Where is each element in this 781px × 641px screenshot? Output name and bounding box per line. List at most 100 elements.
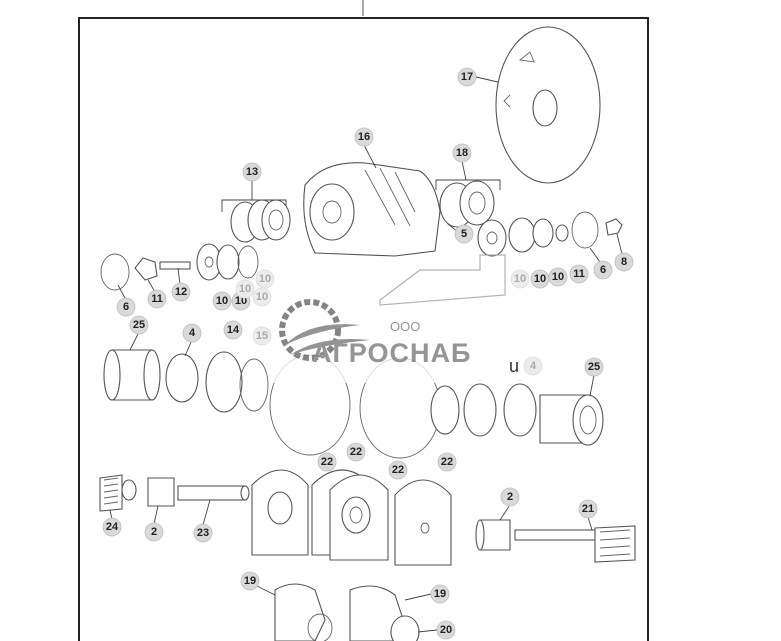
callout-circle xyxy=(147,289,167,309)
lower-shaft-row xyxy=(99,474,636,563)
callout-circle xyxy=(454,224,474,244)
callout-circle xyxy=(182,323,202,343)
callout-number: 2 xyxy=(151,526,157,538)
part-13-bearing xyxy=(221,199,291,243)
callout-number: 22 xyxy=(321,456,333,468)
callout-number: 6 xyxy=(123,301,129,313)
callout-8: 8 xyxy=(614,252,634,272)
part-18-bearing xyxy=(435,179,501,228)
callout-19: 19 xyxy=(240,571,260,591)
callout-2: 2 xyxy=(144,522,164,542)
callout-number: 11 xyxy=(573,268,585,280)
callout-number: 6 xyxy=(600,264,606,276)
callout-10: 10 xyxy=(255,269,275,289)
callout-circle xyxy=(354,127,374,147)
callout-circle xyxy=(593,260,613,280)
part-16-housing xyxy=(303,162,441,257)
callout-circle xyxy=(252,287,272,307)
callout-circle xyxy=(614,252,634,272)
callout-10: 10 xyxy=(530,269,550,289)
callout-circle xyxy=(171,282,191,302)
callout-number: 19 xyxy=(244,575,256,587)
diagram-frame xyxy=(78,17,649,641)
callout-circle xyxy=(578,499,598,519)
callout-number: 4 xyxy=(530,360,537,372)
callout-number: 13 xyxy=(246,166,258,178)
callout-21: 21 xyxy=(578,499,598,519)
callout-19: 19 xyxy=(430,584,450,604)
callout-number: 22 xyxy=(350,446,362,458)
callout-circle xyxy=(430,584,450,604)
callout-number: 17 xyxy=(461,71,473,83)
callout-4: 4 xyxy=(523,356,543,376)
callout-number: 15 xyxy=(256,330,268,342)
callout-12: 12 xyxy=(171,282,191,302)
callout-circle xyxy=(235,279,255,299)
callout-number: 5 xyxy=(461,228,467,240)
callout-10: 10 xyxy=(235,279,255,299)
part-17-thrust-washer xyxy=(495,26,601,184)
callout-number: 10 xyxy=(239,283,251,295)
callout-number: 21 xyxy=(582,503,594,515)
watermark-brand: АГРОСНАБ xyxy=(312,338,471,368)
callout-6: 6 xyxy=(116,297,136,317)
callout-circle xyxy=(255,269,275,289)
callout-circle xyxy=(523,356,543,376)
callout-10: 10 xyxy=(548,267,568,287)
callout-circle xyxy=(317,452,337,472)
callout-number: 2 xyxy=(507,491,513,503)
callout-22: 22 xyxy=(437,452,457,472)
callout-circle xyxy=(116,297,136,317)
callout-17: 17 xyxy=(457,67,477,87)
callout-number: 10 xyxy=(216,295,228,307)
callout-circle xyxy=(584,357,604,377)
callout-5: 5 xyxy=(454,224,474,244)
callout-circle xyxy=(193,523,213,543)
callout-circle xyxy=(223,320,243,340)
part-19-20-gears xyxy=(274,583,420,641)
gear-logo-icon xyxy=(279,299,341,361)
callout-circle xyxy=(144,522,164,542)
callout-number: 23 xyxy=(197,527,209,539)
callout-10: 10 xyxy=(510,269,530,289)
callout-circle xyxy=(252,326,272,346)
callout-circle xyxy=(346,442,366,462)
callout-circle xyxy=(500,487,520,507)
callout-circle xyxy=(240,571,260,591)
callout-number: 10 xyxy=(256,291,268,303)
callout-24: 24 xyxy=(102,517,122,537)
callout-2: 2 xyxy=(500,487,520,507)
left-hardware-row xyxy=(100,243,259,291)
callout-number: 25 xyxy=(133,319,145,331)
callout-25: 25 xyxy=(584,357,604,377)
callout-circle xyxy=(242,162,262,182)
callout-18: 18 xyxy=(452,143,472,163)
callout-16: 16 xyxy=(354,127,374,147)
callout-number: 8 xyxy=(621,256,627,268)
agrosnab-watermark: ООО АГРОСНАБ xyxy=(270,254,520,383)
callout-circle xyxy=(437,452,457,472)
watermark-prefix: ООО xyxy=(390,319,420,334)
callout-number: 14 xyxy=(227,324,240,336)
watermark-backdrop xyxy=(270,258,520,383)
leader-lines xyxy=(109,76,623,633)
callout-number: 24 xyxy=(106,521,119,533)
callout-13: 13 xyxy=(242,162,262,182)
callout-number: 20 xyxy=(440,624,452,636)
callout-number: 18 xyxy=(456,147,468,159)
field-rows-icon xyxy=(285,324,370,355)
callout-circle xyxy=(102,517,122,537)
callout-circle xyxy=(388,460,408,480)
callout-22: 22 xyxy=(317,452,337,472)
callout-22: 22 xyxy=(346,442,366,462)
callout-23: 23 xyxy=(193,523,213,543)
combine-harvester-icon xyxy=(379,254,506,306)
callout-circle xyxy=(436,620,456,640)
callout-6: 6 xyxy=(593,260,613,280)
callout-circle xyxy=(510,269,530,289)
right-hardware-row xyxy=(477,211,623,257)
callout-circle xyxy=(548,267,568,287)
callout-number: 12 xyxy=(175,286,187,298)
stray-letter: u xyxy=(509,356,519,376)
